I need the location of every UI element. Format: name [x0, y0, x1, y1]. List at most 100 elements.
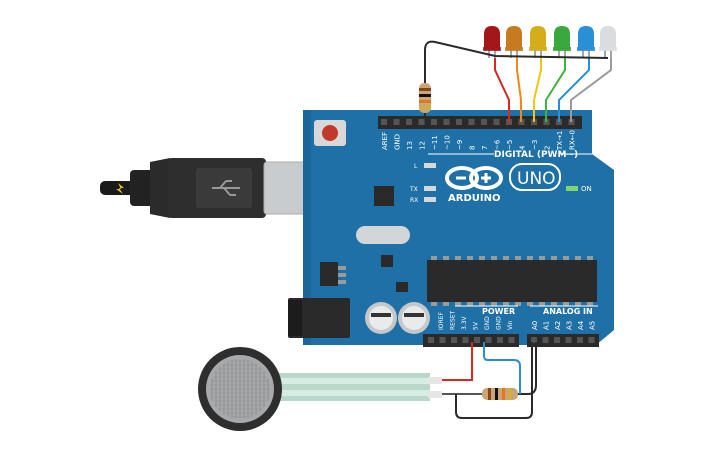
- power-pin-label: RESET: [450, 310, 457, 330]
- digital-pin-label: ~6: [494, 139, 502, 150]
- led-wire: [494, 58, 510, 122]
- led[interactable]: [578, 26, 594, 50]
- digital-pin-label: ~3: [531, 140, 539, 150]
- power-pin-hole[interactable]: [474, 337, 480, 343]
- power-pin-hole[interactable]: [497, 337, 503, 343]
- analog-pin-hole[interactable]: [542, 337, 549, 343]
- led-wire: [558, 58, 590, 122]
- external-leds: [483, 26, 617, 58]
- analog-pin-hole[interactable]: [565, 337, 572, 343]
- onboard-leds: L TX RX: [409, 163, 436, 204]
- analog-pin-hole[interactable]: [577, 337, 583, 343]
- digital-pin-hole[interactable]: [406, 119, 412, 125]
- arduino-infinity-logo-icon: [445, 166, 503, 190]
- digital-pin-label: ~11: [431, 135, 439, 150]
- reset-button[interactable]: [314, 120, 346, 146]
- analog-pin-label: A4: [577, 320, 585, 330]
- small-component: [396, 282, 408, 292]
- power-pin-label: Vin: [507, 320, 514, 330]
- on-label: ON: [581, 185, 592, 193]
- digital-pin-hole[interactable]: [493, 119, 500, 125]
- usb-chip: [374, 186, 394, 206]
- voltage-regulator: [320, 262, 338, 286]
- digital-pin-label: 4: [519, 145, 527, 150]
- dc-power-jack[interactable]: [288, 298, 350, 338]
- power-pin-labels: IOREF RESET 3.3V 5V GND GND Vin: [438, 310, 514, 330]
- led-wire: [516, 58, 522, 122]
- analog-header-label: ANALOG IN: [543, 307, 593, 316]
- atmega-microcontroller: [427, 256, 597, 306]
- digital-pin-hole[interactable]: [468, 119, 475, 125]
- power-pin-label: GND: [484, 316, 491, 330]
- digital-pin-hole[interactable]: [481, 119, 487, 125]
- digital-pin-hole[interactable]: [393, 119, 400, 125]
- power-header-label: POWER: [482, 307, 515, 316]
- digital-pin-hole[interactable]: [381, 119, 387, 125]
- led-label-tx: TX: [409, 186, 418, 193]
- digital-pin-label: ~5: [506, 140, 514, 150]
- led-wire: [533, 58, 542, 122]
- digital-pin-hole[interactable]: [431, 119, 437, 125]
- led-wire: [545, 58, 566, 122]
- power-pin-hole[interactable]: [451, 337, 457, 343]
- power-pin-hole[interactable]: [439, 337, 446, 343]
- digital-pin-label: RX←0: [569, 130, 577, 150]
- led-wires: [494, 58, 612, 122]
- digital-pin-label: 12: [419, 141, 427, 150]
- digital-pin-label: 7: [481, 146, 489, 150]
- digital-pin-label: GND: [394, 134, 402, 150]
- analog-pin-hole[interactable]: [588, 337, 595, 343]
- power-pin-label: 3.3V: [461, 315, 468, 330]
- digital-pin-label: ~10: [444, 135, 452, 150]
- digital-pin-label: 2: [544, 146, 552, 150]
- analog-pin-label: A3: [566, 321, 574, 330]
- power-header: [423, 334, 519, 347]
- usb-icon: [212, 180, 240, 196]
- power-pin-hole[interactable]: [508, 337, 515, 343]
- analog-pin-hole[interactable]: [531, 337, 537, 343]
- led[interactable]: [506, 26, 522, 50]
- power-pin-hole[interactable]: [428, 337, 434, 343]
- model-label: UNO: [517, 169, 556, 189]
- force-sensitive-resistor[interactable]: [198, 347, 442, 431]
- power-pin-label: 5V: [473, 321, 480, 330]
- analog-pin-label: A0: [531, 321, 539, 330]
- digital-pin-label: TX→1: [556, 131, 564, 151]
- led-label-rx: RX: [410, 197, 418, 204]
- brand-label: ARDUINO: [448, 193, 500, 204]
- led[interactable]: [530, 26, 546, 50]
- pulldown-resistor[interactable]: [482, 388, 518, 400]
- analog-pin-hole[interactable]: [554, 337, 560, 343]
- digital-pin-hole[interactable]: [456, 119, 462, 125]
- analog-pin-label: A1: [543, 321, 551, 330]
- led-wire: [570, 58, 612, 122]
- small-chip: [381, 255, 393, 267]
- led-label-l: L: [414, 163, 418, 170]
- led[interactable]: [554, 26, 570, 50]
- analog-pin-label: A2: [554, 321, 562, 330]
- power-pin-hole[interactable]: [485, 337, 492, 343]
- capacitors: [365, 302, 430, 334]
- analog-pin-label: A5: [589, 321, 597, 330]
- led[interactable]: [484, 26, 500, 50]
- digital-pin-label: AREF: [381, 132, 389, 150]
- crystal-oscillator: [356, 226, 410, 244]
- led-resistor[interactable]: [419, 83, 431, 113]
- power-pin-label: GND: [496, 316, 503, 330]
- digital-pin-label: ~9: [456, 140, 464, 150]
- power-pin-hole[interactable]: [462, 337, 469, 343]
- digital-pin-hole[interactable]: [443, 119, 450, 125]
- usb-plug-tip-icon: [116, 183, 124, 194]
- analog-header: [527, 334, 599, 347]
- digital-pin-hole[interactable]: [418, 119, 425, 125]
- digital-header-label: DIGITAL (PWM~): [494, 150, 578, 160]
- power-pin-label: IOREF: [438, 312, 445, 330]
- led[interactable]: [600, 26, 616, 50]
- power-on-led: [566, 186, 578, 191]
- ground-wire: [424, 40, 609, 116]
- sensor-wires: [442, 342, 537, 419]
